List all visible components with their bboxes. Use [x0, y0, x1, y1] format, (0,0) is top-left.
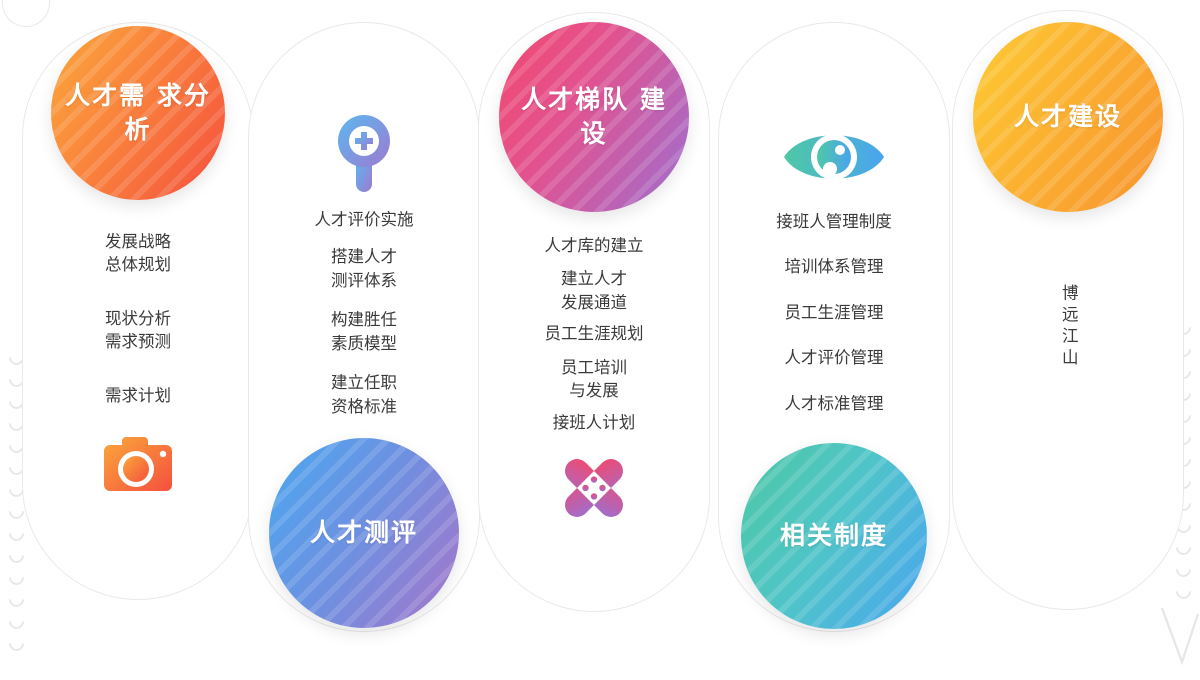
list-item: 人才标准管理 [784, 393, 884, 413]
list-item: 接班人计划 [552, 412, 636, 432]
list-item: 构建胜任 素质模型 [331, 310, 397, 353]
rail-tick [1172, 558, 1195, 581]
heading-col2: 人才评价实施 [314, 210, 414, 229]
column-talent-assessment: 人才评价实施 搭建人才 测评体系 构建胜任 素质模型 建立任职 资格标准 人才测… [250, 112, 478, 628]
left-rail-arc [2, 0, 50, 27]
column-talent-construction: 人才建设 博远江山 [954, 22, 1182, 370]
camera-icon [102, 433, 174, 497]
magnifier-plus-icon [332, 112, 396, 196]
bandage-cross-icon [554, 448, 634, 528]
bubble-talent-assessment[interactable]: 人才测评 [269, 437, 459, 628]
column-talent-echelon-construction: 人才梯队 建设 人才库的建立 建立人才 发展通道 员工生涯规划 员工培训 与发展… [480, 22, 708, 528]
rail-tick [5, 610, 28, 633]
list-col4: 接班人管理制度 培训体系管理 员工生涯管理 人才评价管理 人才标准管理 [776, 210, 892, 415]
rail-tick [5, 632, 28, 655]
eye-icon [782, 126, 886, 188]
rail-tick [5, 522, 28, 545]
rail-tick [5, 566, 28, 589]
rail-tick [5, 544, 28, 567]
list-item: 人才库的建立 [544, 236, 644, 255]
rail-tick [5, 588, 28, 611]
list-item: 建立人才 发展通道 [561, 269, 627, 312]
rail-tick [1172, 580, 1195, 603]
list-item: 员工培训 与发展 [561, 357, 627, 401]
column-related-systems: 接班人管理制度 培训体系管理 员工生涯管理 人才评价管理 人才标准管理 相关制度 [720, 126, 948, 630]
list-col3: 人才库的建立 建立人才 发展通道 员工生涯规划 员工培训 与发展 接班人计划 [545, 234, 644, 434]
list-col2: 搭建人才 测评体系 构建胜任 素质模型 建立任职 资格标准 [331, 245, 397, 418]
bubble-talent-echelon-construction[interactable]: 人才梯队 建设 [499, 22, 689, 212]
list-item: 培训体系管理 [784, 257, 884, 277]
list-item: 需求计划 [105, 385, 171, 405]
list-item: 发展战略 总体规划 [105, 232, 171, 275]
list-item: 人才评价管理 [784, 348, 884, 368]
list-item: 员工生涯规划 [544, 324, 644, 344]
brand-vertical-label: 博远江山 [1059, 284, 1079, 370]
list-item: 员工生涯管理 [784, 302, 884, 322]
right-rail-chevron [1160, 607, 1200, 666]
column-talent-demand-analysis: 人才需 求分析 发展战略 总体规划 现状分析 需求预测 需求计划 [24, 26, 252, 497]
bubble-talent-demand-analysis[interactable]: 人才需 求分析 [51, 26, 225, 200]
list-col1: 发展战略 总体规划 现状分析 需求预测 需求计划 [105, 230, 171, 407]
bubble-related-systems[interactable]: 相关制度 [741, 443, 927, 630]
bubble-label: 人才梯队 建设 [521, 84, 667, 149]
bubble-label: 人才需 求分析 [65, 80, 211, 145]
bubble-label: 相关制度 [779, 520, 888, 550]
list-item: 接班人管理制度 [776, 212, 892, 231]
list-item: 现状分析 需求预测 [105, 308, 171, 352]
list-item: 搭建人才 测评体系 [331, 247, 397, 290]
rail-tick [1172, 536, 1195, 559]
bubble-label: 人才建设 [1013, 101, 1122, 131]
bubble-label: 人才测评 [309, 517, 418, 547]
bubble-talent-construction[interactable]: 人才建设 [973, 22, 1163, 212]
list-item: 建立任职 资格标准 [331, 373, 397, 416]
